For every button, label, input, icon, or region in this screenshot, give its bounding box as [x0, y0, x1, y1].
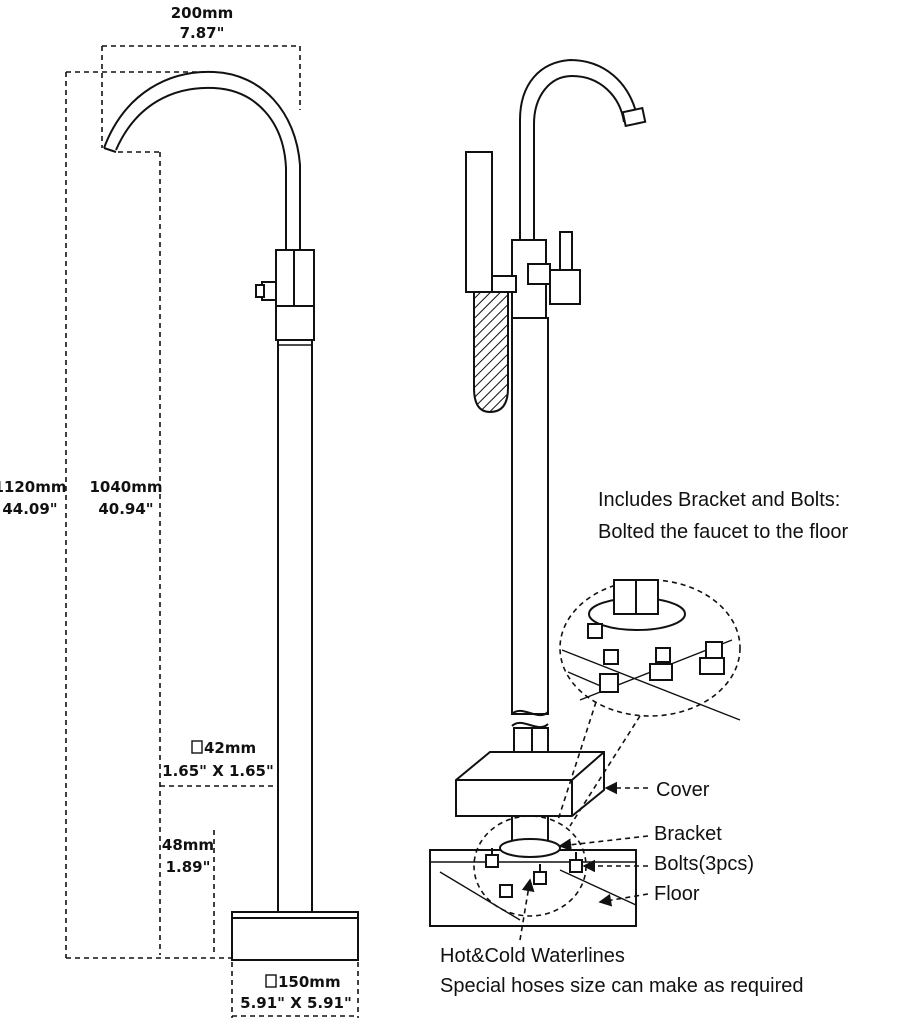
waterline-leader — [519, 878, 535, 941]
dim-spout-height-inch: 40.94" — [98, 500, 153, 518]
dim-base-mm: 150mm — [278, 973, 341, 991]
label-cover: Cover — [656, 779, 710, 801]
dim-base-inch: 5.91" X 5.91" — [240, 994, 352, 1012]
dim-pipe-mm: 42mm — [204, 739, 256, 757]
floor-leader — [598, 893, 649, 907]
label-bolts: Bolts(3pcs) — [654, 853, 754, 875]
dim-spout-width-inch: 7.87" — [180, 24, 225, 42]
bolt-icon — [569, 852, 583, 873]
detail-zoom — [561, 579, 741, 721]
square-symbol-icon — [265, 974, 277, 988]
front-view: Includes Bracket and Bolts: Bolted the f… — [429, 58, 849, 997]
bracket-leader — [558, 835, 649, 852]
includes-note-line2: Bolted the faucet to the floor — [598, 521, 849, 543]
waterlines-note-line1: Hot&Cold Waterlines — [440, 945, 625, 967]
dim-base-height-mm: 48mm — [162, 836, 214, 854]
square-symbol-icon — [191, 740, 203, 754]
bolt-icon — [485, 848, 499, 868]
bolt-icon — [533, 864, 547, 885]
label-floor: Floor — [654, 883, 700, 905]
dim-pipe-inch: 1.65" X 1.65" — [162, 762, 274, 780]
includes-note-line1: Includes Bracket and Bolts: — [598, 489, 840, 511]
lever-handle — [559, 231, 573, 271]
bracket-small — [499, 838, 561, 858]
hose-loop — [473, 291, 509, 414]
cover — [455, 751, 605, 817]
spout-inner — [115, 86, 287, 250]
bolt-icon — [499, 884, 513, 898]
handle-cap — [527, 263, 551, 285]
handshower-head — [465, 151, 493, 293]
pipe-front — [511, 317, 549, 715]
base-block — [231, 911, 359, 961]
spout-front — [519, 58, 639, 240]
side-view: 200mm 7.87" 1120mm 44.09" 1040mm 40.94" … — [0, 4, 359, 1018]
dim-total-height-inch: 44.09" — [2, 500, 57, 518]
spout-outer — [103, 70, 301, 250]
dim-base-height-inch: 1.89" — [166, 858, 211, 876]
pipe — [277, 339, 313, 913]
dim-spout-width-mm: 200mm — [171, 4, 234, 22]
label-bracket: Bracket — [654, 823, 722, 845]
dim-spout-height-mm: 1040mm — [89, 478, 162, 496]
dim-total-height-mm: 1120mm — [0, 478, 67, 496]
waterlines-note-line2: Special hoses size can make as required — [440, 975, 804, 997]
